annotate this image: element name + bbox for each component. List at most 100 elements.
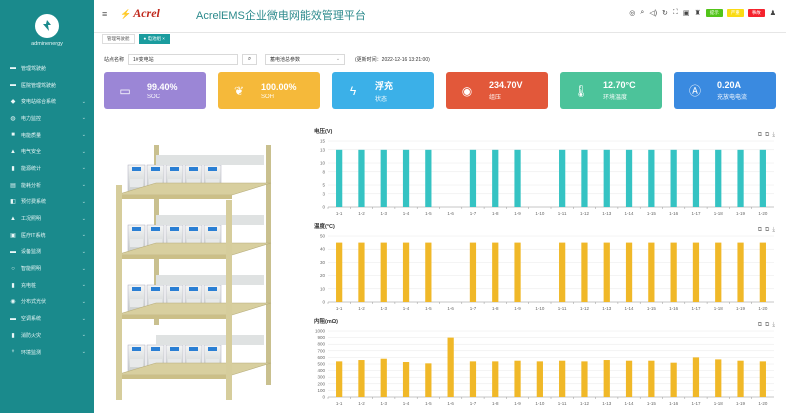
bar[interactable] bbox=[715, 149, 722, 207]
bar[interactable] bbox=[380, 242, 387, 302]
bar[interactable] bbox=[759, 242, 766, 302]
bar[interactable] bbox=[759, 361, 766, 397]
bar[interactable] bbox=[581, 149, 588, 207]
bar[interactable] bbox=[536, 361, 543, 397]
bar[interactable] bbox=[559, 360, 566, 397]
menu-toggle-icon[interactable]: ≡ bbox=[102, 9, 108, 19]
alarm-badge[interactable]: 提示 bbox=[705, 9, 723, 17]
sidebar-item[interactable]: ▲电气安全⌄ bbox=[0, 143, 94, 160]
bar[interactable] bbox=[492, 242, 499, 302]
bar[interactable] bbox=[402, 242, 410, 302]
volume-icon[interactable]: ◁) bbox=[649, 10, 658, 17]
bar[interactable] bbox=[380, 358, 387, 397]
bar[interactable] bbox=[514, 149, 521, 207]
sidebar-item[interactable]: ◆变电站综合系统⌄ bbox=[0, 93, 94, 110]
sidebar-item[interactable]: ▮充电桩⌄ bbox=[0, 277, 94, 294]
image-icon[interactable]: ▣ bbox=[682, 10, 690, 17]
bar[interactable] bbox=[380, 149, 387, 207]
bar[interactable] bbox=[402, 149, 410, 207]
user-icon[interactable]: ♟ bbox=[769, 10, 776, 17]
sidebar-item[interactable]: ◉分布式光伏⌄ bbox=[0, 294, 94, 311]
bar[interactable] bbox=[425, 363, 432, 397]
alarm-badge[interactable]: 事故 bbox=[747, 9, 765, 17]
bar[interactable] bbox=[737, 149, 744, 207]
bar[interactable] bbox=[559, 149, 566, 207]
download-icon[interactable]: ⤓ bbox=[772, 132, 778, 138]
bar[interactable] bbox=[692, 357, 700, 397]
bar[interactable] bbox=[648, 360, 655, 397]
bar[interactable] bbox=[715, 359, 722, 397]
sidebar-item[interactable]: ▬医院管理驾驶舱 bbox=[0, 77, 94, 94]
restore-icon[interactable]: ⧉ bbox=[765, 322, 773, 328]
sidebar-item[interactable]: ▬管理驾驶舱 bbox=[0, 60, 94, 77]
restore-icon[interactable]: ⧉ bbox=[765, 227, 773, 233]
sidebar-item[interactable]: ▬空调系统⌄ bbox=[0, 310, 94, 327]
bar[interactable] bbox=[469, 242, 477, 302]
bar[interactable] bbox=[603, 360, 610, 397]
sidebar-item[interactable]: ◧预付费系统⌄ bbox=[0, 194, 94, 211]
bar[interactable] bbox=[514, 360, 521, 397]
globe-icon[interactable]: ◎ bbox=[629, 10, 636, 17]
sidebar-item[interactable]: ♆环境监测⌄ bbox=[0, 344, 94, 361]
bar[interactable] bbox=[559, 242, 566, 302]
bar[interactable] bbox=[425, 242, 432, 302]
bar[interactable] bbox=[715, 242, 722, 302]
bar[interactable] bbox=[358, 242, 365, 302]
bar[interactable] bbox=[402, 362, 410, 397]
fullscreen-icon[interactable]: ⛶ bbox=[672, 9, 678, 16]
sidebar-item[interactable]: ■电能质量⌄ bbox=[0, 127, 94, 144]
tab-tag[interactable]: ● 电池组 × bbox=[138, 34, 170, 44]
bar[interactable] bbox=[625, 149, 633, 207]
bar[interactable] bbox=[581, 361, 588, 397]
sidebar-item[interactable]: ▣医疗IT系统⌄ bbox=[0, 227, 94, 244]
bar[interactable] bbox=[625, 242, 633, 302]
zoom-icon[interactable]: ⧉ bbox=[757, 322, 766, 328]
bar[interactable] bbox=[759, 149, 766, 207]
refresh-icon[interactable]: ↻ bbox=[662, 10, 668, 17]
bar[interactable] bbox=[469, 361, 477, 397]
bar[interactable] bbox=[670, 149, 677, 207]
bar[interactable] bbox=[425, 149, 432, 207]
bar[interactable] bbox=[358, 149, 365, 207]
bar[interactable] bbox=[603, 149, 610, 207]
bar[interactable] bbox=[670, 362, 677, 397]
bar[interactable] bbox=[670, 242, 677, 302]
bar[interactable] bbox=[358, 360, 365, 397]
avatar[interactable] bbox=[35, 13, 59, 38]
bar[interactable] bbox=[692, 149, 700, 207]
bar[interactable] bbox=[492, 149, 499, 207]
bar[interactable] bbox=[469, 149, 477, 207]
bar[interactable] bbox=[603, 242, 610, 302]
bar[interactable] bbox=[648, 149, 655, 207]
zoom-icon[interactable]: ⧉ bbox=[757, 227, 766, 233]
search-icon[interactable]: ⌕ bbox=[640, 9, 645, 16]
zoom-icon[interactable]: ⧉ bbox=[757, 132, 766, 138]
station-select[interactable]: 1#变电站 bbox=[128, 53, 239, 65]
bar[interactable] bbox=[447, 337, 454, 397]
bar[interactable] bbox=[492, 361, 499, 397]
sidebar-item[interactable]: ○智能照明⌄ bbox=[0, 260, 94, 277]
download-icon[interactable]: ⤓ bbox=[772, 227, 778, 233]
sidebar-item[interactable]: ▮能源统计⌄ bbox=[0, 160, 94, 177]
param-select[interactable]: 蓄电池总参数 ⌄ bbox=[265, 53, 346, 65]
bar[interactable] bbox=[625, 360, 633, 397]
sidebar-item[interactable]: ◍电力监控⌄ bbox=[0, 110, 94, 127]
sidebar-item[interactable]: ▮消防火灾⌄ bbox=[0, 327, 94, 344]
bar[interactable] bbox=[692, 242, 700, 302]
restore-icon[interactable]: ⧉ bbox=[765, 132, 773, 138]
download-icon[interactable]: ⤓ bbox=[772, 322, 778, 328]
bar[interactable] bbox=[737, 242, 744, 302]
bar[interactable] bbox=[336, 361, 343, 397]
bar[interactable] bbox=[514, 242, 521, 302]
sidebar-item[interactable]: ▤能耗分析⌄ bbox=[0, 177, 94, 194]
bar[interactable] bbox=[648, 242, 655, 302]
alarm-badge[interactable]: 严重 bbox=[726, 9, 744, 17]
bar[interactable] bbox=[336, 242, 343, 302]
sidebar-item[interactable]: ▲工况照明⌄ bbox=[0, 210, 94, 227]
sidebar-item[interactable]: ▬设备监测⌄ bbox=[0, 244, 94, 261]
bar[interactable] bbox=[581, 242, 588, 302]
bar[interactable] bbox=[737, 360, 744, 397]
tab-tag[interactable]: 管理驾驶舱 bbox=[102, 34, 135, 44]
shirt-icon[interactable]: ♜ bbox=[694, 10, 701, 17]
search-button[interactable]: ⌕ bbox=[242, 53, 258, 65]
